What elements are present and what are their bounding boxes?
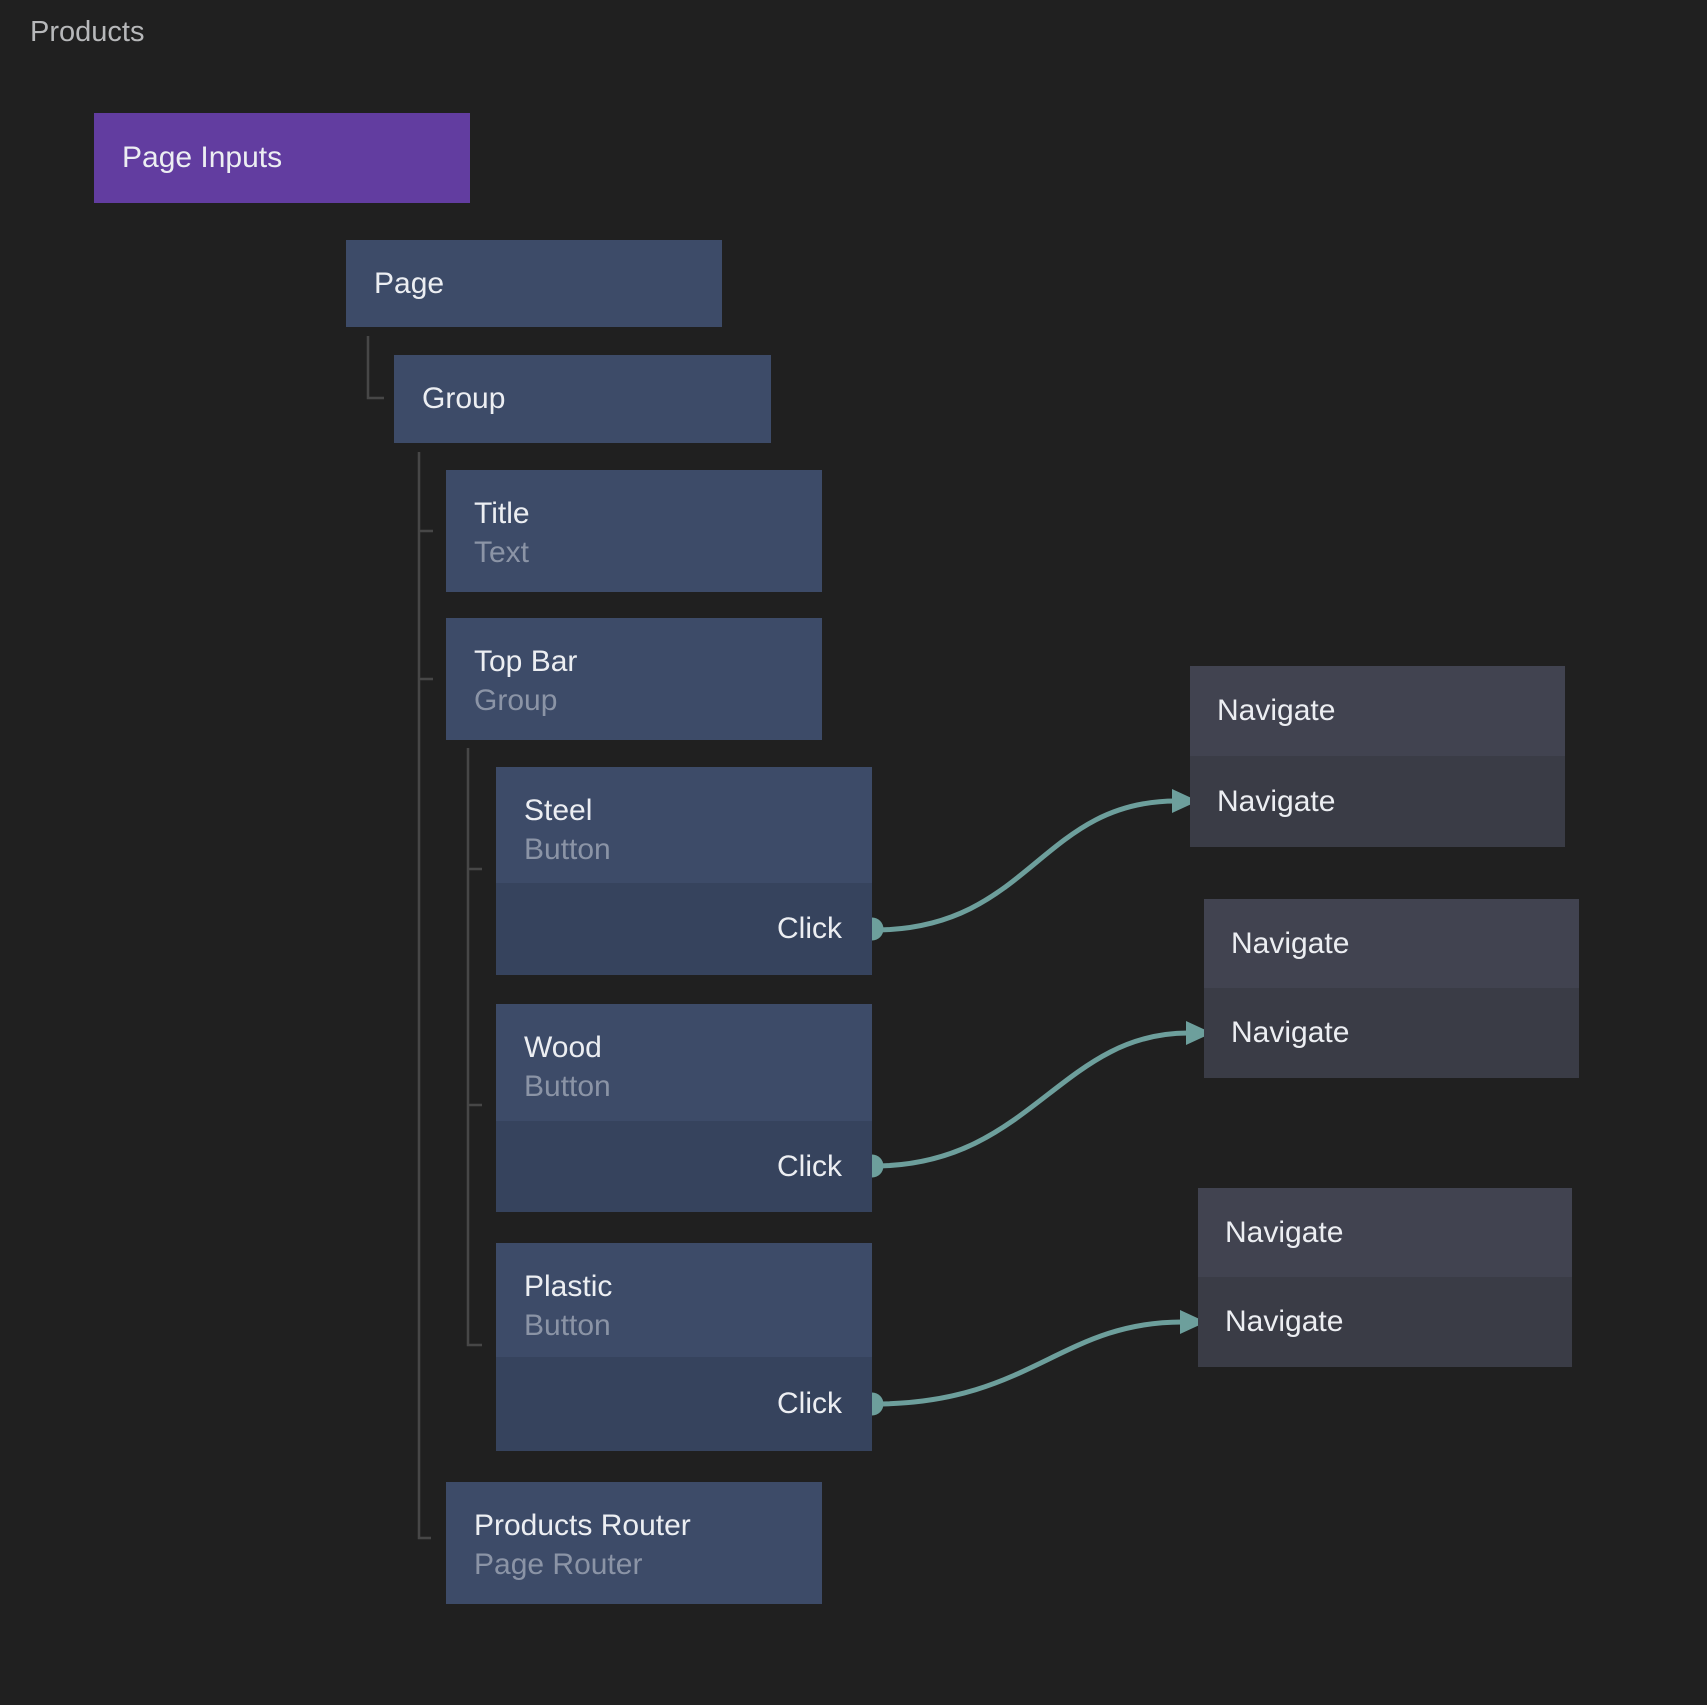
node-header: Navigate (1204, 899, 1579, 988)
node-steel-button[interactable]: Steel Button Click (496, 767, 872, 975)
click-event-label: Click (777, 1149, 842, 1183)
node-header: Wood Button (496, 1004, 872, 1121)
node-title: Steel (524, 794, 593, 827)
node-title: Group (422, 382, 506, 415)
node-title-text[interactable]: Title Text (446, 470, 822, 592)
node-group[interactable]: Group (394, 355, 771, 443)
node-products-router[interactable]: Products Router Page Router (446, 1482, 822, 1604)
click-event-label: Click (777, 912, 842, 945)
wire-wood-click-to-navigate (871, 1030, 1191, 1169)
click-event-row[interactable]: Click (496, 1357, 872, 1451)
node-subtitle: Button (524, 833, 611, 866)
node-page[interactable]: Page (346, 240, 722, 327)
node-subtitle: Page Router (474, 1548, 643, 1581)
node-top-bar[interactable]: Top Bar Group (446, 618, 822, 740)
navigate-action-row[interactable]: Navigate (1204, 988, 1579, 1078)
node-title: Title (474, 497, 530, 530)
tree-connector-page-group (366, 336, 384, 400)
node-header: Steel Button (496, 767, 872, 883)
node-plastic-button[interactable]: Plastic Button Click (496, 1243, 872, 1451)
node-wood-button[interactable]: Wood Button Click (496, 1004, 872, 1212)
node-title: Wood (524, 1031, 602, 1064)
wire-plastic-click-to-navigate (871, 1319, 1185, 1407)
click-event-label: Click (777, 1387, 842, 1420)
navigate-action-row[interactable]: Navigate (1198, 1277, 1572, 1367)
navigate-action-label: Navigate (1225, 1305, 1344, 1338)
navigate-action-label: Navigate (1231, 1016, 1350, 1049)
node-subtitle: Button (524, 1309, 611, 1342)
navigate-action-label: Navigate (1217, 784, 1336, 818)
click-event-row[interactable]: Click (496, 1121, 872, 1212)
node-title: Top Bar (474, 645, 578, 678)
tree-connector-topbar-children (466, 748, 482, 1347)
node-title: Page (374, 266, 445, 300)
node-header: Navigate (1198, 1188, 1572, 1277)
node-title: Products Router (474, 1509, 691, 1542)
node-navigate-2[interactable]: Navigate Navigate (1204, 899, 1579, 1078)
node-header: Navigate (1190, 666, 1565, 756)
node-subtitle: Text (474, 536, 530, 569)
node-navigate-3[interactable]: Navigate Navigate (1198, 1188, 1572, 1367)
node-header: Plastic Button (496, 1243, 872, 1357)
click-event-row[interactable]: Click (496, 883, 872, 975)
node-title: Page Inputs (122, 141, 283, 174)
node-subtitle: Group (474, 684, 558, 717)
tree-connector-group-children (417, 452, 431, 1540)
node-subtitle: Button (524, 1070, 611, 1103)
node-title: Navigate (1217, 694, 1336, 727)
page-title: Products (30, 16, 145, 48)
node-page-inputs[interactable]: Page Inputs (94, 113, 470, 203)
navigate-action-row[interactable]: Navigate (1190, 756, 1565, 847)
wire-steel-click-to-navigate (871, 798, 1179, 933)
node-title: Navigate (1225, 1215, 1344, 1249)
node-navigate-1[interactable]: Navigate Navigate (1190, 666, 1565, 847)
node-title: Plastic (524, 1270, 613, 1303)
node-title: Navigate (1231, 926, 1350, 960)
